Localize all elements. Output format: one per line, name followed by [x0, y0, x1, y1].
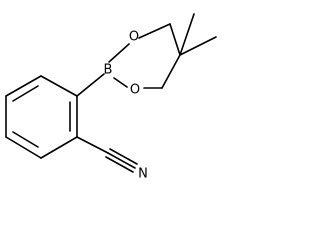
bond-ring-f [5, 75, 42, 97]
triple-bond-line-3 [105, 156, 134, 173]
nitrile-group [76, 136, 138, 173]
bond-aryl-boron [76, 73, 105, 97]
chemical-structure: B O O N [5, 13, 217, 182]
bond-quaternary-ch2-bottom [161, 54, 181, 89]
atom-label-nitrogen: N [138, 167, 148, 182]
bond-ring-c [40, 136, 78, 159]
dioxaborinane-ring [76, 13, 217, 97]
bond-ring-inner-1 [12, 85, 39, 102]
triple-bond-line-2 [109, 148, 138, 165]
bond-boron-oxygen-upper [108, 43, 130, 63]
bond-oxygen-upper-ch2 [138, 23, 171, 39]
bond-oxygen-lower-boron [113, 77, 128, 88]
bond-ring-inner-2 [12, 131, 39, 148]
bond-ch2-quaternary-top [169, 23, 181, 56]
atom-label-oxygen-lower: O [130, 83, 140, 98]
atom-label-oxygen-upper: O [129, 30, 139, 45]
triple-bond-line-1 [107, 152, 136, 169]
benzene-ring [5, 75, 78, 159]
bond-methyl-1 [179, 13, 195, 56]
bond-methyl-2 [179, 36, 217, 56]
atom-label-boron: B [104, 63, 113, 78]
bond-aryl-nitrile-carbon [76, 136, 109, 154]
bond-ring-d [5, 136, 42, 159]
bond-ring-a [40, 75, 78, 97]
